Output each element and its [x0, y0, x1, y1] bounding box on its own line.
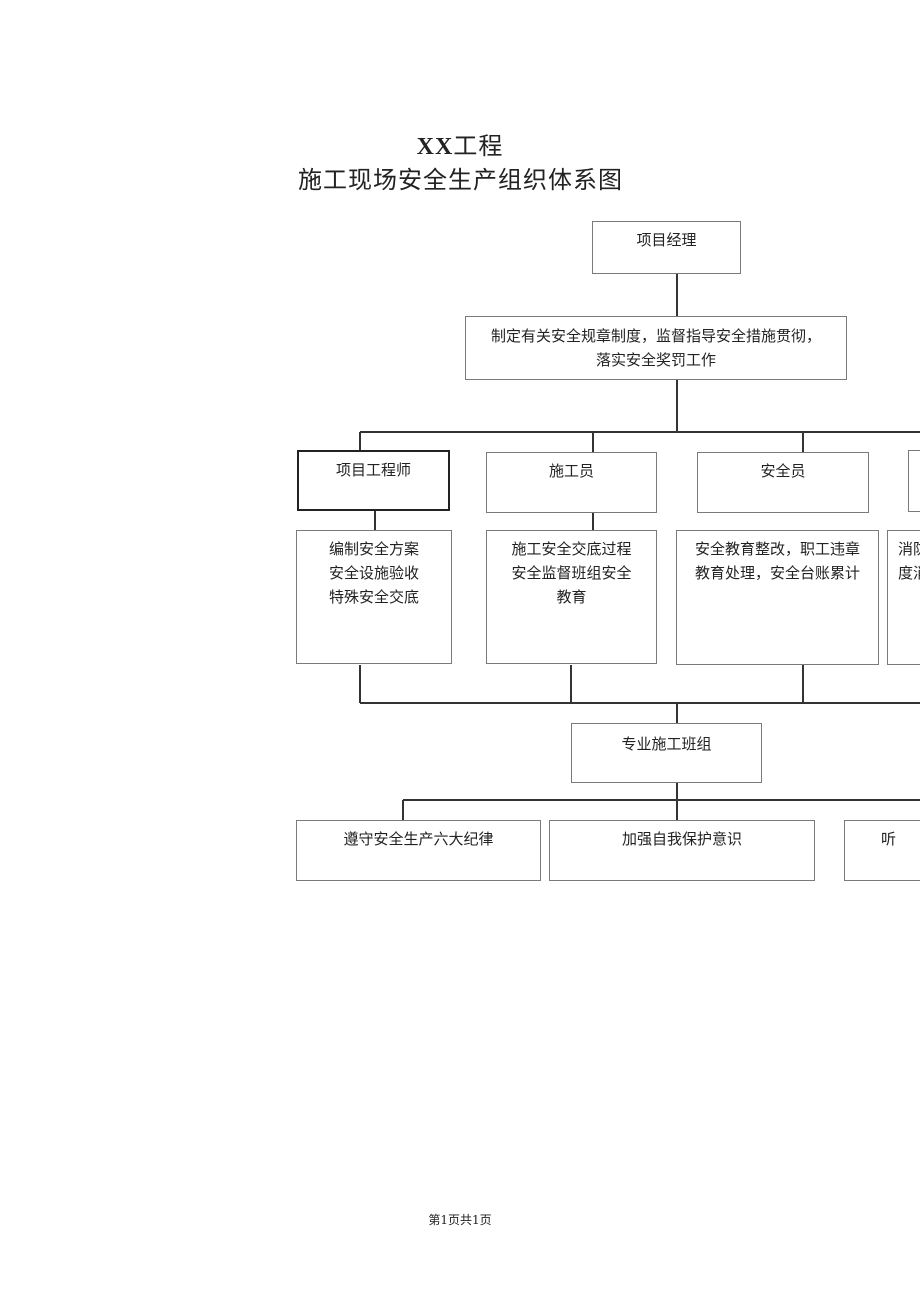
manager-box: 项目经理	[592, 221, 741, 274]
duty-line: 施工安全交底过程	[511, 540, 632, 558]
duty-line: 编制安全方案	[328, 540, 419, 558]
manager-label: 项目经理	[636, 231, 697, 249]
role-box-constructor: 施工员	[486, 452, 657, 513]
duty-line: 教育	[556, 588, 587, 606]
role-box-cropped	[908, 450, 920, 512]
rule-box-1: 遵守安全生产六大纪律	[296, 820, 541, 881]
duty-box-safety-officer: 安全教育整改，职工违章 教育处理，安全台账累计	[676, 530, 879, 665]
rule-label: 遵守安全生产六大纪律	[343, 830, 494, 848]
duty-line: 消防	[898, 540, 920, 558]
duty-line: 安全监督班组安全	[511, 564, 632, 582]
manager-duty-line-2: 落实安全奖罚工作	[595, 351, 716, 369]
duty-line: 特殊安全交底	[328, 588, 419, 606]
team-box: 专业施工班组	[571, 723, 762, 783]
duty-line: 安全教育整改，职工违章	[694, 540, 860, 558]
rule-box-3-cropped: 听	[844, 820, 920, 881]
role-box-project-engineer: 项目工程师	[297, 450, 450, 511]
role-title: 安全员	[760, 462, 806, 480]
page-footer: 第1页共1页	[428, 1213, 492, 1227]
project-title: XX工程	[0, 126, 920, 161]
rule-label: 听	[881, 830, 897, 848]
manager-duty-box: 制定有关安全规章制度，监督指导安全措施贯彻， 落实安全奖罚工作	[465, 316, 847, 380]
duty-line: 度消	[898, 564, 920, 582]
duty-box-project-engineer: 编制安全方案 安全设施验收 特殊安全交底	[296, 530, 452, 664]
role-title: 施工员	[548, 462, 594, 480]
project-title-suffix: 工程	[453, 132, 504, 160]
duty-box-constructor: 施工安全交底过程 安全监督班组安全 教育	[486, 530, 657, 664]
duty-box-cropped: 消防 度消	[887, 530, 920, 665]
duty-line: 安全设施验收	[328, 564, 419, 582]
role-box-safety-officer: 安全员	[697, 452, 869, 513]
manager-duty-line-1: 制定有关安全规章制度，监督指导安全措施贯彻，	[490, 327, 821, 345]
duty-line: 教育处理，安全台账累计	[694, 564, 860, 582]
team-label: 专业施工班组	[621, 735, 712, 753]
project-title-prefix: XX	[416, 134, 454, 160]
rule-label: 加强自我保护意识	[621, 830, 742, 848]
rule-box-2: 加强自我保护意识	[549, 820, 815, 881]
chart-subtitle: 施工现场安全生产组织体系图	[298, 166, 623, 194]
role-title: 项目工程师	[335, 461, 411, 479]
